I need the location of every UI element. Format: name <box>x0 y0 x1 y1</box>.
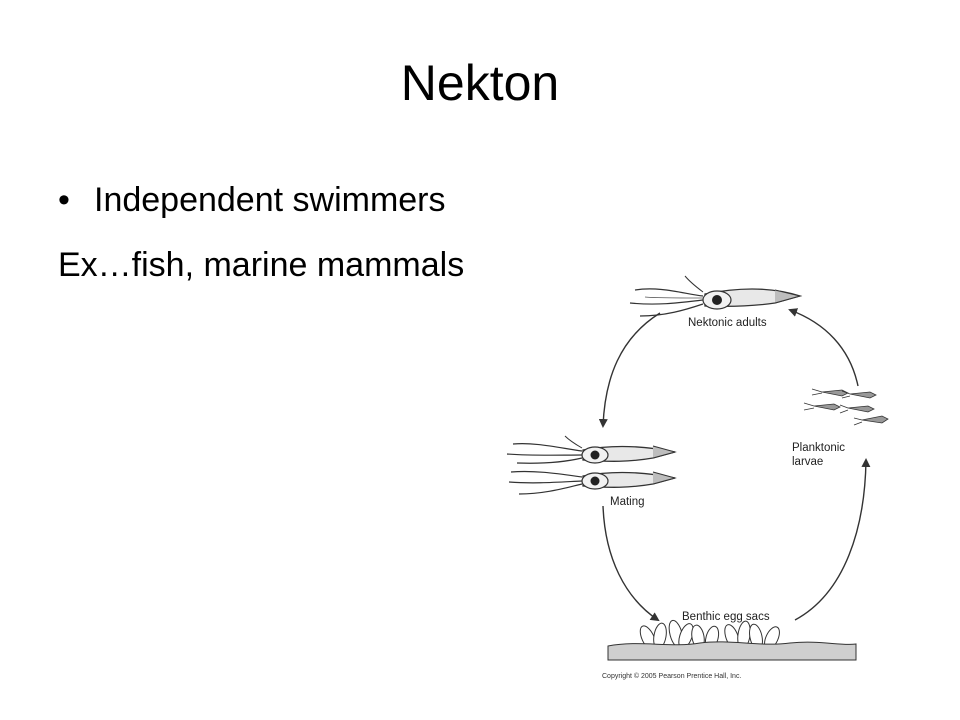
slide-title: Nekton <box>400 55 560 111</box>
arrow-mating-to-eggs <box>602 505 660 622</box>
larvae-icon <box>803 388 889 426</box>
label-benthic-egg-sacs: Benthic egg sacs <box>682 611 770 623</box>
label-nektonic-adults: Nektonic adults <box>688 317 767 329</box>
squid-life-cycle-diagram: Nektonic adults Planktonic larvae <box>500 268 910 688</box>
bullet-item: • Independent swimmers <box>58 183 446 217</box>
bullet-marker: • <box>58 181 70 219</box>
arrow-adults-to-mating <box>598 312 661 428</box>
label-mating: Mating <box>610 496 645 508</box>
arrow-larvae-to-adults <box>788 308 859 387</box>
label-planktonic: Planktonic <box>792 442 845 454</box>
copyright-text: Copyright © 2005 Pearson Prentice Hall, … <box>602 672 741 680</box>
seafloor <box>607 641 857 661</box>
arrow-eggs-to-larvae <box>794 458 871 621</box>
bullet-text: Independent swimmers <box>94 181 446 219</box>
label-larvae: larvae <box>792 456 823 468</box>
example-text: Ex…fish, marine mammals <box>58 246 465 284</box>
mating-squid-icon <box>506 435 677 495</box>
squid-adult-icon <box>629 275 803 317</box>
